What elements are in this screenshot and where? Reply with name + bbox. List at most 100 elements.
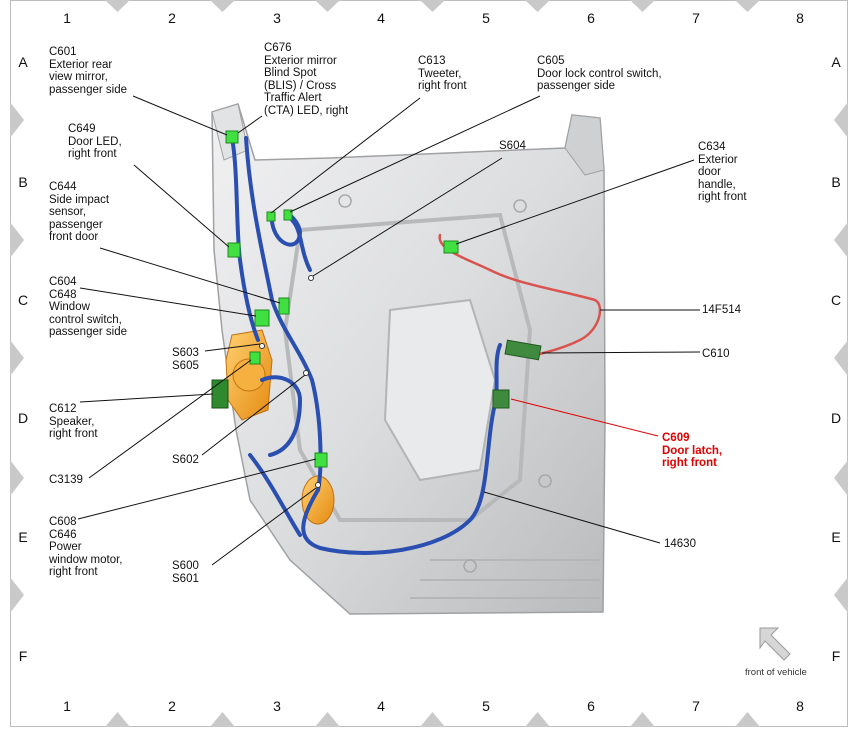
c608-c646-connector [314, 452, 328, 468]
grid-row-c-right: C [830, 292, 842, 308]
leader-lines [77, 95, 701, 566]
top-marker [210, 0, 235, 12]
label-c612: C612 Speaker, right front [49, 403, 98, 440]
grid-col-5-bottom: 5 [482, 698, 490, 714]
grid-row-e-right: E [831, 529, 841, 545]
left-marker [10, 102, 24, 138]
grid-row-b-right: B [831, 174, 841, 190]
top-marker [525, 0, 550, 12]
grid-row-f-left: F [18, 648, 28, 664]
grid-row-c-left: C [17, 292, 29, 308]
right-marker [834, 577, 848, 613]
c676-leader [237, 115, 263, 134]
grid-row-e-left: E [18, 529, 28, 545]
bottom-marker [315, 712, 340, 727]
c634-leader [455, 159, 695, 245]
label-s603-s605: S603 S605 [172, 347, 199, 372]
c609-connector [492, 389, 510, 409]
label-c601: C601 Exterior rear view mirror, passenge… [49, 46, 127, 96]
grid-row-d-left: D [17, 410, 29, 426]
grid-col-6-top: 6 [587, 10, 595, 26]
harness-lower-run [248, 453, 302, 537]
c649-connector [227, 242, 241, 258]
c612-connector [211, 379, 229, 409]
label-c604-c648: C604 C648 Window control switch, passeng… [49, 276, 127, 338]
s602-leader [201, 374, 306, 456]
splice-s600-s601 [315, 482, 321, 488]
top-marker [105, 0, 130, 12]
c610-connector [504, 339, 542, 361]
bolt-holes [338, 194, 552, 573]
c3139-leader [88, 359, 252, 479]
left-marker [10, 340, 24, 376]
c610-leader [541, 351, 701, 354]
grid-col-1-top: 1 [63, 10, 71, 26]
grid-row-f-right: F [831, 648, 841, 664]
grid-row-a-right: A [831, 54, 841, 70]
bottom-marker [735, 712, 760, 727]
s603-s605-leader [204, 343, 261, 352]
left-marker [10, 222, 24, 258]
right-marker [834, 222, 848, 258]
harness-main-trunk [244, 136, 323, 492]
grid-col-4-top: 4 [377, 10, 385, 26]
top-marker [630, 0, 655, 12]
bottom-marker [630, 712, 655, 727]
c676-connector [266, 211, 276, 222]
top-marker [735, 0, 760, 12]
grid-row-d-right: D [830, 410, 842, 426]
right-marker [834, 102, 848, 138]
bottom-marker [525, 712, 550, 727]
label-c634: C634 Exterior door handle, right front [698, 141, 747, 203]
label-s602: S602 [172, 454, 199, 466]
right-marker [834, 340, 848, 376]
grid-col-3-bottom: 3 [273, 698, 281, 714]
c609-leader [510, 398, 659, 437]
label-c644: C644 Side impact sensor, passenger front… [49, 181, 110, 243]
harness-speaker-feed [260, 375, 302, 457]
label-c610: C610 [702, 348, 730, 360]
bottom-marker [420, 712, 445, 727]
grid-col-2-top: 2 [168, 10, 176, 26]
top-marker [315, 0, 340, 12]
bottom-marker [210, 712, 235, 727]
c644-connector [278, 297, 290, 315]
grid-col-1-bottom: 1 [63, 698, 71, 714]
grid-markers [10, 0, 848, 727]
grid-col-7-top: 7 [692, 10, 700, 26]
c644-leader [99, 247, 281, 304]
c613-c605-connector [283, 209, 293, 221]
left-marker [10, 577, 24, 613]
grid-col-8-bottom: 8 [796, 698, 804, 714]
c601-leader [132, 95, 228, 136]
c3139-connector [249, 351, 261, 365]
inner-recess [383, 298, 497, 482]
front-of-vehicle-caption: front of vehicle [745, 667, 807, 678]
p14630-leader [483, 491, 661, 544]
c601-connector [225, 130, 239, 144]
c634-connector [443, 240, 459, 254]
label-c649: C649 Door LED, right front [68, 123, 122, 160]
grid-col-6-bottom: 6 [587, 698, 595, 714]
label-s600-s601: S600 S601 [172, 560, 199, 585]
splice-s602 [303, 370, 309, 376]
grid-col-7-bottom: 7 [692, 698, 700, 714]
label-14f514: 14F514 [702, 304, 742, 316]
harness-mirror-branch [230, 136, 260, 342]
harness-s604-branch [290, 218, 312, 272]
grid-col-3-top: 3 [273, 10, 281, 26]
c605-leader [289, 95, 541, 213]
label-c605: C605 Door lock control switch, passenger… [537, 55, 662, 92]
lower-ribs [410, 559, 600, 599]
grid-col-5-top: 5 [482, 10, 490, 26]
label-c609: C609 Door latch, right front [662, 432, 723, 469]
c604-c648-connector [254, 309, 270, 327]
right-marker [834, 460, 848, 496]
splice-s604 [308, 275, 314, 281]
connectors [211, 130, 542, 488]
front-arrow-icon [759, 627, 791, 661]
c612-leader [79, 393, 214, 403]
grid-col-4-bottom: 4 [377, 698, 385, 714]
